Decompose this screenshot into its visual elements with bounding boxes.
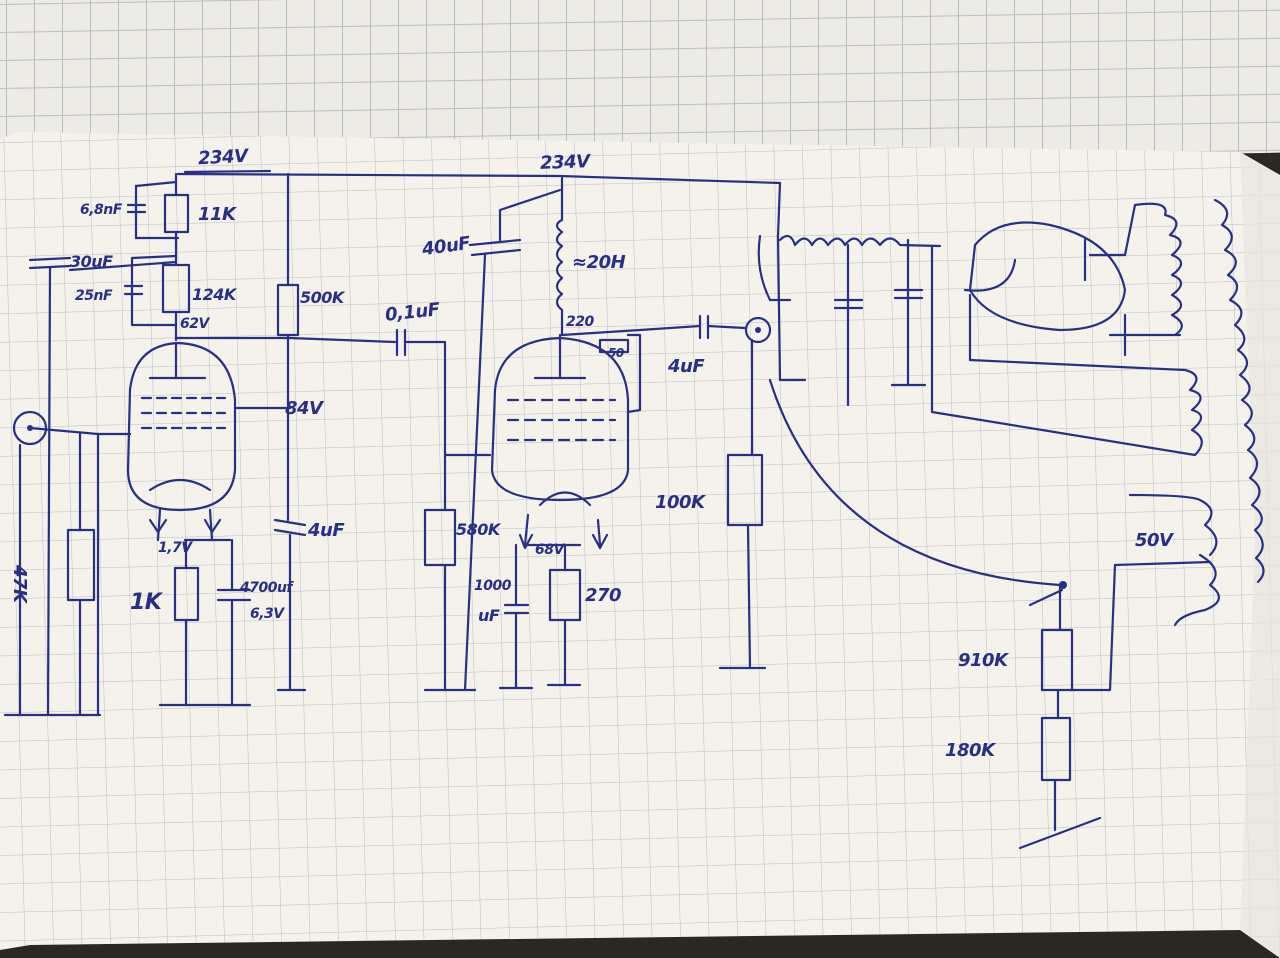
capacitor-6-8nf: [126, 203, 147, 214]
output-winding-2: [968, 358, 1203, 457]
capacitor-1000uf: [503, 603, 530, 615]
resistor-124k: [161, 263, 191, 314]
output-winding-3: [1213, 198, 1265, 584]
capacitor-25nf: [123, 284, 144, 296]
resistor-180k: [1040, 716, 1072, 782]
choke-20h: [555, 176, 564, 337]
input-jack: [12, 410, 48, 446]
capacitor-30uf: [28, 256, 72, 270]
output-transformer-primary: [778, 234, 942, 248]
output-node: [744, 316, 772, 344]
output-winding-1: [1133, 202, 1183, 337]
resistor-910k: [1040, 628, 1074, 692]
resistor-11k: [163, 193, 190, 234]
capacitor-40uf: [468, 238, 522, 257]
capacitor-4700uf: [216, 588, 252, 602]
output-tube-3: [968, 221, 1127, 332]
tube-2: [490, 336, 630, 502]
resistor-500k: [276, 283, 300, 337]
resistor-270: [548, 568, 582, 622]
resistor-50: [598, 338, 630, 354]
capacitor-0-1uf: [395, 328, 407, 357]
tube-1: [126, 341, 237, 512]
b-plus-rail: [176, 172, 782, 185]
resistor-580k: [423, 508, 457, 567]
resistor-100k: [726, 453, 764, 527]
resistor-1k: [173, 566, 200, 622]
capacitor-4uf-screen: [273, 518, 307, 537]
resistor-47k: [66, 528, 96, 602]
capacitor-4uf: [698, 314, 710, 340]
